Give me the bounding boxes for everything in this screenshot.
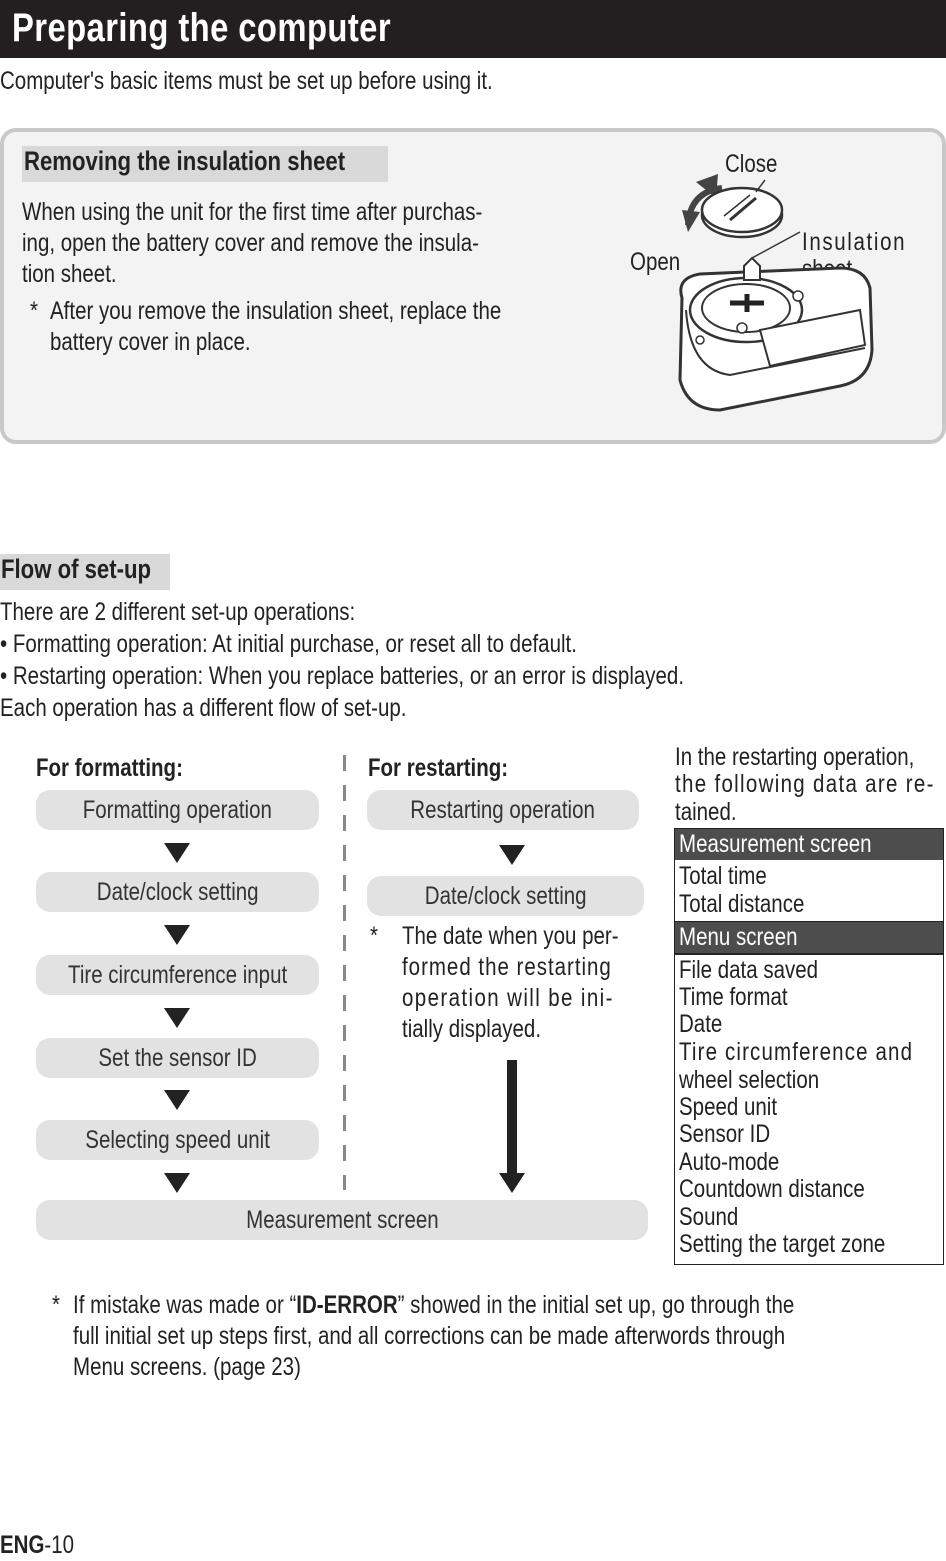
table-cell: wheel selection xyxy=(679,1066,820,1094)
table-cell: Time format xyxy=(679,983,788,1011)
flow-line-3: • Restarting operation: When you replace… xyxy=(0,662,685,690)
formatting-step-3: Tire circumference input xyxy=(36,955,319,995)
down-arrow-icon xyxy=(499,845,525,865)
table-cell: Auto-mode xyxy=(679,1148,780,1176)
table-cell: Setting the target zone xyxy=(679,1230,886,1258)
table-cell: Total distance xyxy=(679,890,805,918)
restarting-step-2: Date/clock setting xyxy=(367,876,644,916)
down-arrow-icon xyxy=(164,1008,190,1028)
table-cell: Date xyxy=(679,1010,723,1038)
table-cell: Sensor ID xyxy=(679,1120,771,1148)
down-arrow-icon xyxy=(164,843,190,863)
battery-cover-illustration xyxy=(678,174,874,412)
error-note-line-1: If mistake was made or “ID-ERROR” showed… xyxy=(73,1291,795,1319)
error-note-mark: * xyxy=(52,1291,60,1319)
retained-data-table: Measurement screen Total time Total dist… xyxy=(674,828,944,1265)
flow-line-2: • Formatting operation: At initial purch… xyxy=(0,630,577,658)
restarting-note-mark: * xyxy=(370,922,378,950)
restarting-note-line-2: formed the restarting xyxy=(402,953,612,981)
retained-intro-line-3: tained. xyxy=(675,798,737,826)
insulation-body-line-3: tion sheet. xyxy=(22,260,117,288)
insulation-note-line-2: battery cover in place. xyxy=(50,328,251,356)
down-arrow-icon xyxy=(164,1090,190,1110)
id-error-code: ID-ERROR xyxy=(296,1291,398,1319)
flow-heading: Flow of set-up xyxy=(1,554,152,584)
table-cell: Tire circumference and xyxy=(679,1038,914,1066)
title-bar: Preparing the computer xyxy=(0,0,946,58)
table-header-measurement: Measurement screen xyxy=(675,829,943,860)
page-number: ENG-10 xyxy=(0,1531,75,1559)
figure-sheet-label-1: Insulation xyxy=(802,228,907,256)
table-cell: Countdown distance xyxy=(679,1175,865,1203)
figure-open-label: Open xyxy=(630,248,681,276)
retained-intro-line-1: In the restarting operation, xyxy=(675,743,915,771)
table-cell: Speed unit xyxy=(679,1093,778,1121)
final-step-measurement-screen: Measurement screen xyxy=(36,1200,648,1240)
formatting-label: For formatting: xyxy=(36,754,183,782)
restarting-note-line-4: tially displayed. xyxy=(402,1015,542,1043)
flow-line-4: Each operation has a different flow of s… xyxy=(0,694,407,722)
restart-arrow-shaft xyxy=(507,1060,517,1175)
insulation-body-line-2: ing, open the battery cover and remove t… xyxy=(22,229,479,257)
formatting-step-5: Selecting speed unit xyxy=(36,1120,319,1160)
page-title: Preparing the computer xyxy=(12,6,392,50)
formatting-step-1: Formatting operation xyxy=(36,790,319,830)
insulation-note-line-1: After you remove the insulation sheet, r… xyxy=(50,297,502,325)
insulation-heading: Removing the insulation sheet xyxy=(24,146,346,176)
flow-heading-bg xyxy=(0,554,170,590)
table-divider xyxy=(675,953,943,955)
table-cell: Total time xyxy=(679,862,767,890)
restarting-note-line-1: The date when you per- xyxy=(402,922,619,950)
error-note-line-2: full initial set up steps first, and all… xyxy=(73,1322,786,1350)
restarting-label: For restarting: xyxy=(368,754,509,782)
flow-line-1: There are 2 different set-up operations: xyxy=(0,598,356,626)
table-divider xyxy=(675,921,943,923)
figure-close-label: Close xyxy=(725,150,778,178)
restarting-step-1: Restarting operation xyxy=(367,790,639,830)
restarting-note-line-3: operation will be ini- xyxy=(402,984,614,1012)
column-divider xyxy=(343,755,346,1190)
formatting-step-2: Date/clock setting xyxy=(36,872,319,912)
down-arrow-icon xyxy=(499,1173,525,1193)
error-note-line-3: Menu screens. (page 23) xyxy=(73,1353,301,1381)
table-cell: File data saved xyxy=(679,956,819,984)
retained-intro-line-2: the following data are re- xyxy=(675,770,935,798)
insulation-note-mark: * xyxy=(30,297,38,325)
table-cell: Sound xyxy=(679,1203,739,1231)
down-arrow-icon xyxy=(164,1173,190,1193)
insulation-body-line-1: When using the unit for the first time a… xyxy=(22,198,483,226)
down-arrow-icon xyxy=(164,925,190,945)
intro-text: Computer's basic items must be set up be… xyxy=(0,67,493,95)
formatting-step-4: Set the sensor ID xyxy=(36,1038,319,1078)
table-header-menu: Menu screen xyxy=(675,922,943,953)
insulation-heading-bg xyxy=(22,146,388,182)
